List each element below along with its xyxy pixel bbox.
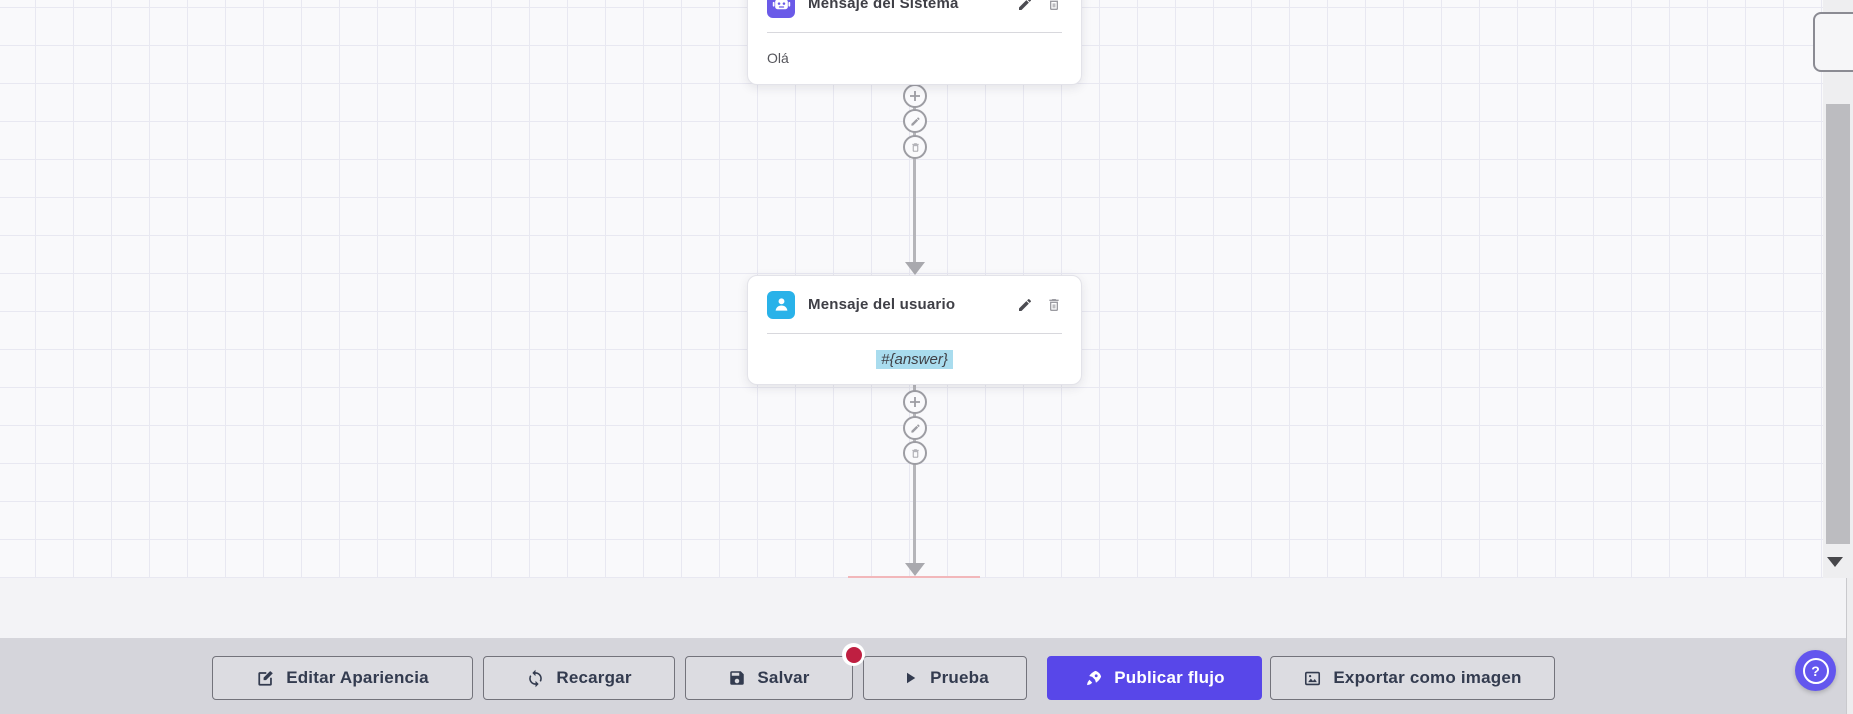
delete-node-button[interactable] bbox=[1046, 0, 1062, 12]
edit-square-icon bbox=[258, 670, 273, 686]
variable-chip[interactable]: #{answer} bbox=[876, 349, 953, 369]
canvas-corner-control[interactable] bbox=[1813, 12, 1853, 72]
edit-node-button[interactable] bbox=[1017, 297, 1033, 313]
refresh-icon bbox=[529, 669, 543, 687]
robot-icon bbox=[767, 0, 795, 18]
node-content: #{answer} bbox=[748, 334, 1081, 384]
export-image-button[interactable]: Exportar como imagen bbox=[1270, 656, 1555, 700]
plus-icon bbox=[910, 91, 920, 101]
arrow-down-icon bbox=[905, 563, 925, 576]
vertical-scrollbar-thumb[interactable] bbox=[1826, 104, 1850, 544]
delete-connection-button[interactable] bbox=[903, 135, 927, 159]
canvas-bottom-band bbox=[0, 578, 1853, 638]
button-label: Editar Apariencia bbox=[286, 668, 429, 687]
edit-connection-button[interactable] bbox=[903, 416, 927, 440]
node-header: Mensaje del Sistema bbox=[748, 0, 1081, 32]
connector-line bbox=[913, 85, 916, 263]
pencil-icon bbox=[1019, 298, 1032, 311]
next-node-edge bbox=[848, 576, 980, 578]
delete-node-button[interactable] bbox=[1046, 297, 1062, 313]
trash-icon bbox=[911, 448, 919, 458]
node-card-system-message[interactable]: Mensaje del Sistema Olá bbox=[747, 0, 1082, 85]
node-divider bbox=[767, 333, 1062, 334]
add-node-button[interactable] bbox=[903, 84, 927, 108]
save-icon bbox=[730, 671, 745, 685]
save-button[interactable]: Salvar bbox=[685, 656, 853, 700]
pencil-icon bbox=[910, 423, 920, 433]
add-node-button[interactable] bbox=[903, 390, 927, 414]
test-button[interactable]: Prueba bbox=[863, 656, 1027, 700]
node-header: Mensaje del usuario bbox=[748, 276, 1081, 333]
button-label: Exportar como imagen bbox=[1333, 668, 1522, 687]
publish-flow-button[interactable]: Publicar flujo bbox=[1047, 656, 1262, 700]
reload-button[interactable]: Recargar bbox=[483, 656, 675, 700]
button-label: Prueba bbox=[930, 668, 989, 687]
pencil-icon bbox=[910, 116, 920, 126]
trash-icon bbox=[911, 142, 919, 152]
node-content-text: Olá bbox=[767, 50, 789, 66]
image-icon bbox=[1305, 671, 1321, 685]
play-icon bbox=[907, 672, 916, 684]
unsaved-changes-badge bbox=[842, 643, 865, 666]
trash-icon bbox=[1050, 0, 1058, 10]
help-label: ? bbox=[1811, 662, 1820, 679]
node-divider bbox=[767, 32, 1062, 33]
user-icon bbox=[767, 290, 795, 319]
scroll-down-arrow-icon[interactable] bbox=[1827, 557, 1843, 567]
node-content: Olá bbox=[748, 33, 1081, 83]
node-title: Mensaje del Sistema bbox=[808, 0, 959, 12]
button-label: Recargar bbox=[556, 668, 632, 687]
right-edge-strip bbox=[1846, 578, 1853, 714]
edit-connection-button[interactable] bbox=[903, 109, 927, 133]
connector-line bbox=[913, 385, 916, 564]
help-button[interactable]: ? bbox=[1795, 650, 1836, 691]
arrow-down-icon bbox=[905, 262, 925, 275]
delete-connection-button[interactable] bbox=[903, 441, 927, 465]
button-label: Publicar flujo bbox=[1114, 668, 1225, 687]
edit-appearance-button[interactable]: Editar Apariencia bbox=[212, 656, 473, 700]
node-title: Mensaje del usuario bbox=[808, 296, 956, 313]
plus-icon bbox=[910, 397, 920, 407]
edit-node-button[interactable] bbox=[1017, 0, 1033, 12]
pencil-icon bbox=[1019, 0, 1031, 10]
node-card-user-message[interactable]: Mensaje del usuario #{answer} bbox=[747, 275, 1082, 385]
button-label: Salvar bbox=[757, 668, 810, 687]
trash-icon bbox=[1049, 298, 1059, 311]
rocket-icon bbox=[1087, 670, 1102, 685]
question-mark-icon: ? bbox=[1802, 657, 1829, 684]
